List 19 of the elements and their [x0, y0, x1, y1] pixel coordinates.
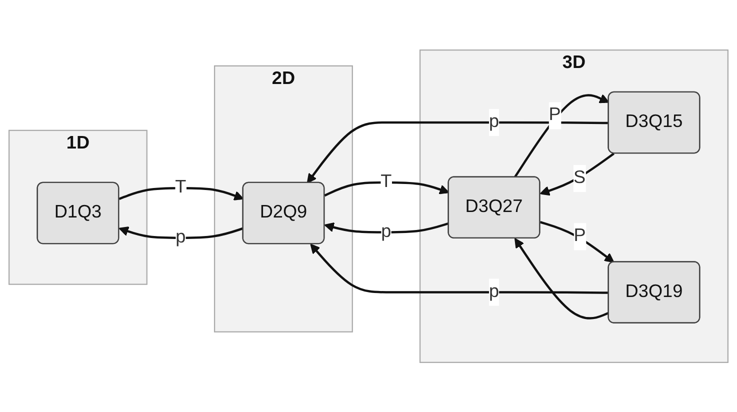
arrow — [310, 243, 609, 294]
arrow — [324, 181, 450, 196]
arrow — [118, 186, 244, 200]
edge-label: p — [488, 112, 500, 132]
arrow — [514, 94, 610, 178]
edge-label: P — [574, 226, 586, 246]
arrow — [324, 222, 450, 234]
edge-label: P — [548, 105, 561, 125]
edge-label: p — [176, 227, 186, 247]
edge-label: T — [380, 172, 392, 192]
edge-label: S — [573, 168, 586, 188]
edge-label: p — [488, 282, 500, 302]
arrow — [514, 238, 610, 320]
edge-label: p — [381, 222, 392, 242]
edge-label: T — [175, 178, 186, 197]
arrow — [540, 152, 615, 196]
arrow — [540, 220, 614, 262]
arrow — [118, 226, 244, 239]
arrow — [306, 121, 609, 184]
